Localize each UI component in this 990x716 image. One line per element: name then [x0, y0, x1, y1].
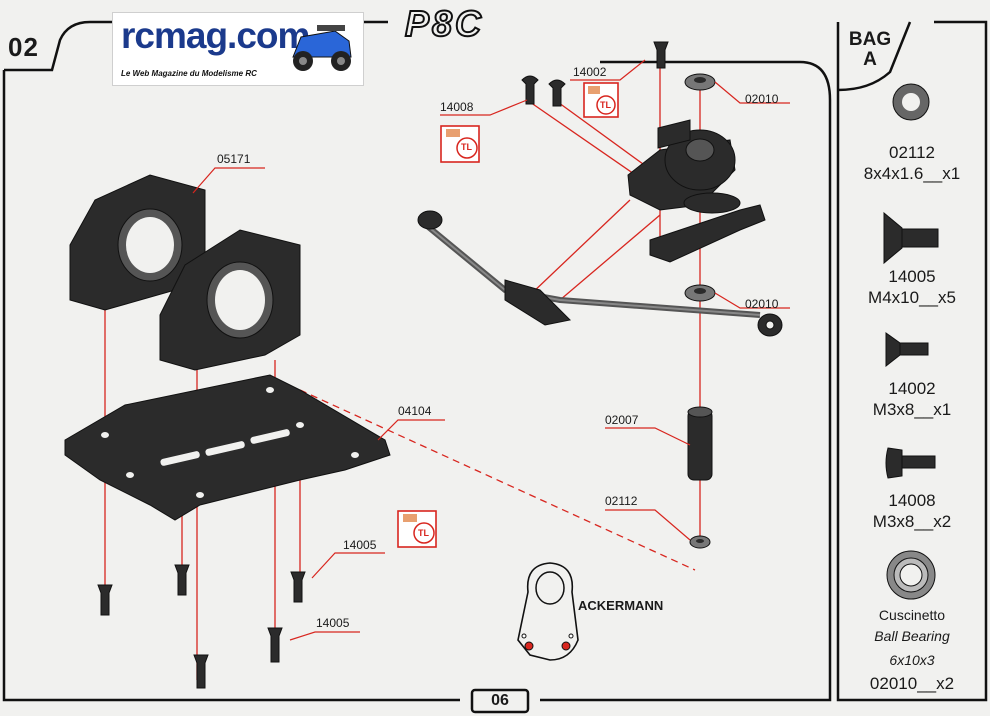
- ackermann-plate: [517, 562, 579, 661]
- bearings-02010: [684, 73, 716, 302]
- part-02112: 02112 8x4x1.6__x1: [838, 142, 986, 184]
- part-spec: M3x8__x2: [872, 512, 952, 531]
- part-spec: M4x10__x5: [868, 288, 956, 307]
- part-14008: 14008 M3x8__x2: [838, 490, 986, 532]
- callout-02007: 02007: [605, 413, 639, 427]
- steering-assembly: [417, 119, 783, 337]
- countersunk-screw-icon: [883, 211, 939, 265]
- bearing-size: 6x10x3: [889, 652, 935, 668]
- bag-line2: A: [863, 49, 877, 70]
- screws-14005: [97, 564, 306, 689]
- part-code: 14005: [888, 267, 936, 286]
- callout-04104: 04104: [398, 404, 432, 418]
- step-number: 02: [8, 32, 39, 62]
- threadlock-badges: [397, 82, 619, 548]
- bearing-name-it: Cuscinetto: [878, 607, 946, 623]
- countersunk-screw-icon: [885, 332, 929, 368]
- part-code: 14008: [888, 491, 936, 510]
- threadlock-label: TL: [600, 100, 611, 110]
- logo-brand: rcmag.com: [121, 15, 310, 56]
- part-spec: 8x4x1.6__x1: [863, 164, 961, 183]
- callout-02010-top: 02010: [745, 92, 779, 106]
- servo-mount-blocks: [69, 174, 301, 371]
- page-number-box: [470, 688, 530, 714]
- threadlock-label: TL: [461, 142, 472, 152]
- callout-14005-bottom: 14005: [316, 616, 350, 630]
- part-spec: M3x8__x1: [872, 400, 952, 419]
- part-14005: 14005 M4x10__x5: [838, 266, 986, 308]
- model-name: P8C: [404, 2, 485, 45]
- logo-tagline: Le Web Magazine du Modelisme RC: [121, 69, 257, 78]
- callout-05171: 05171: [217, 152, 251, 166]
- part-code: 14002: [888, 379, 936, 398]
- bag-label: BAG A: [842, 30, 898, 70]
- part-14002: 14002 M3x8__x1: [838, 378, 986, 420]
- button-head-screw-icon: [885, 447, 936, 479]
- post-02007: [687, 406, 713, 481]
- callout-leaders: [192, 59, 790, 641]
- mounting-plate: [64, 374, 391, 521]
- part-code: 02112: [888, 143, 935, 162]
- callout-02010-bottom: 02010: [745, 297, 779, 311]
- threadlock-label: TL: [418, 528, 429, 538]
- callout-14008: 14008: [440, 100, 474, 114]
- washer-02112: [689, 535, 711, 549]
- rc-car-icon: [292, 25, 352, 71]
- ackermann-label: ACKERMANN: [578, 598, 664, 613]
- page-number: 06: [491, 692, 509, 709]
- washer-icon: [892, 83, 930, 121]
- screws-top: [521, 41, 669, 107]
- callout-02112: 02112: [605, 494, 638, 508]
- rcmag-logo: rcmag.com Le Web Magazine du Modelisme R…: [112, 12, 364, 86]
- bearing-spec: 02010__x2: [869, 674, 955, 693]
- bearing-icon: [886, 550, 936, 600]
- callout-14005-top: 14005: [343, 538, 377, 552]
- bearing-name-en: Ball Bearing: [874, 628, 950, 644]
- bag-line1: BAG: [848, 29, 892, 50]
- callout-14002: 14002: [573, 65, 607, 79]
